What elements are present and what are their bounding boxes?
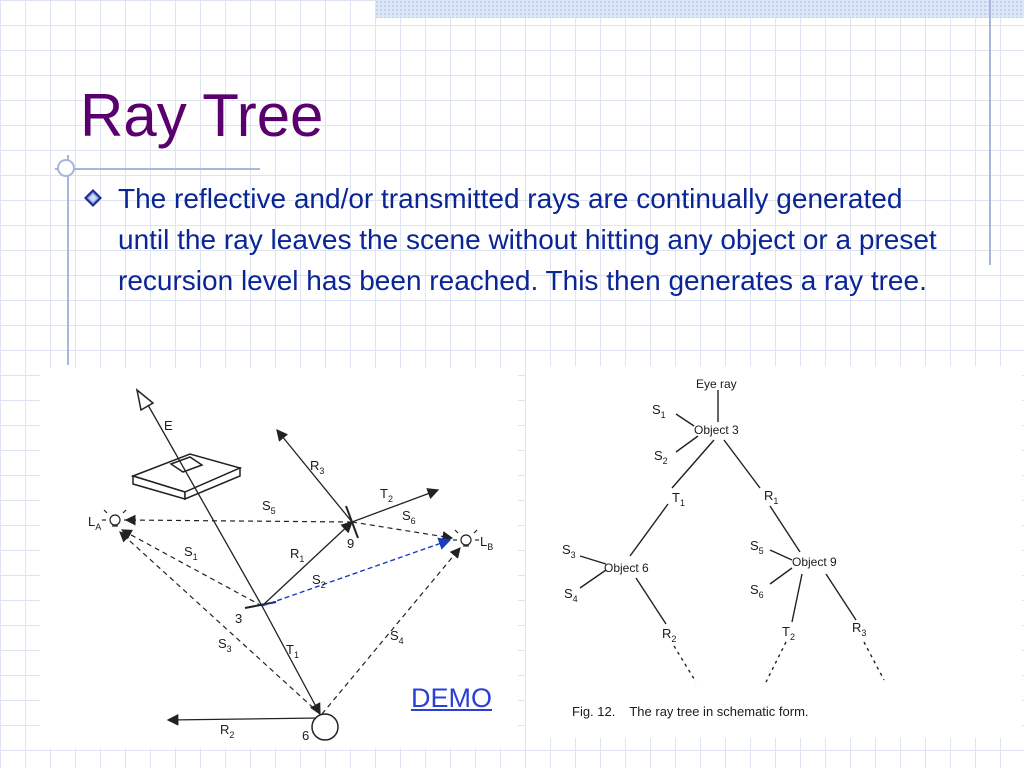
ray-tree-diagram: Eye ray Object 3 Object 6 Object 9 S1 S2… (562, 377, 885, 719)
label-object-3: 3 (235, 611, 242, 626)
ray-r1 (261, 521, 353, 607)
label-light-a: LA (88, 514, 101, 532)
slab-object (130, 453, 243, 501)
label-r2: R2 (220, 722, 234, 740)
label-object-6: 6 (302, 728, 309, 743)
tree-root-eye-ray: Eye ray (696, 377, 737, 391)
label-s3: S3 (218, 636, 232, 654)
slide-title: Ray Tree (80, 82, 324, 149)
scene-diagram-panel: E T1 R1 R3 T2 R2 3 9 6 LA (40, 368, 518, 748)
label-light-b: LB (480, 534, 493, 552)
ray-r3 (276, 428, 353, 523)
bullet-text: The reflective and/or transmitted rays a… (118, 183, 937, 296)
decor-crosshair-icon (57, 159, 75, 177)
scene-diagram: E T1 R1 R3 T2 R2 3 9 6 LA (88, 388, 493, 743)
label-s6: S6 (402, 508, 416, 526)
label-t1: T1 (286, 642, 299, 660)
tree-label-s2: S2 (654, 448, 668, 466)
tree-label-s5: S5 (750, 538, 764, 556)
shadow-ray-s5 (124, 514, 353, 526)
ray-t1 (261, 605, 321, 716)
label-e: E (164, 418, 173, 433)
label-r1: R1 (290, 546, 304, 564)
tree-node-object-9: Object 9 (792, 555, 837, 569)
figure-caption: Fig. 12.The ray tree in schematic form. (572, 704, 809, 719)
tree-label-r2: R2 (662, 626, 676, 644)
sphere-object-6 (311, 713, 339, 741)
label-t2: T2 (380, 486, 393, 504)
tree-label-t1: T1 (672, 490, 685, 508)
tree-label-t2: T2 (782, 624, 795, 642)
ray-tree-panel: Eye ray Object 3 Object 6 Object 9 S1 S2… (526, 366, 1022, 738)
light-a-icon (102, 509, 128, 527)
shadow-ray-s3 (119, 531, 321, 715)
tree-label-s4: S4 (564, 586, 578, 604)
decor-left-vertical-line (67, 155, 69, 365)
decor-vertical-line (989, 0, 991, 265)
tree-label-s1: S1 (652, 402, 666, 420)
tree-label-s3: S3 (562, 542, 576, 560)
ray-e (147, 404, 263, 607)
light-b-icon (453, 529, 479, 547)
tree-label-r3: R3 (852, 620, 866, 638)
shadow-ray-s6 (351, 521, 454, 542)
diamond-bullet-icon (84, 189, 102, 207)
label-s4: S4 (390, 628, 404, 646)
shadow-ray-s2 (261, 537, 452, 607)
tree-node-object-6: Object 6 (604, 561, 649, 575)
tree-node-object-3: Object 3 (694, 423, 739, 437)
tree-label-s6: S6 (750, 582, 764, 600)
label-r3: R3 (310, 458, 324, 476)
label-s5: S5 (262, 498, 276, 516)
label-object-9: 9 (347, 536, 354, 551)
tree-label-r1: R1 (764, 488, 778, 506)
label-s1: S1 (184, 544, 198, 562)
decor-title-underline (55, 168, 260, 170)
ray-r2 (166, 714, 321, 726)
eye-icon (135, 388, 155, 412)
header-decor-band (375, 0, 1024, 18)
ray-t2 (351, 488, 440, 523)
demo-link[interactable]: DEMO (411, 683, 492, 713)
label-s2: S2 (312, 572, 326, 590)
